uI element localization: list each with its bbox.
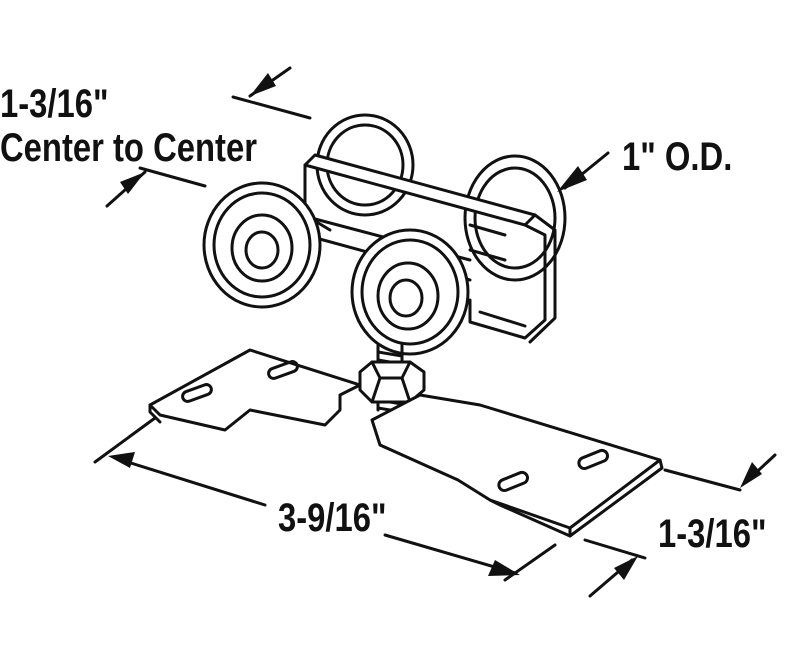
plate-length-label: 3-9/16" xyxy=(278,496,387,540)
arrowhead-icon xyxy=(120,172,145,194)
arrowhead-icon xyxy=(614,556,638,580)
dimension-plate-length xyxy=(93,416,557,582)
wheel-od-label: 1" O.D. xyxy=(622,135,733,179)
dimension-wheel-od xyxy=(557,151,610,192)
arrowhead-icon xyxy=(740,462,762,488)
threaded-stem xyxy=(358,343,426,414)
mounting-plate-left xyxy=(148,348,362,432)
arrowhead-icon xyxy=(108,452,135,468)
center-to-center-text: Center to Center xyxy=(0,126,257,170)
center-to-center-value: 1-3/16" xyxy=(0,82,109,126)
front-wheel-left xyxy=(202,181,322,309)
arrowhead-icon xyxy=(250,73,276,96)
plate-width-label: 1-3/16" xyxy=(658,512,767,556)
front-wheel-right xyxy=(350,228,470,356)
arrowhead-icon xyxy=(557,166,587,192)
dimension-center-to-center xyxy=(105,66,312,208)
mounting-plate-right xyxy=(370,393,664,538)
back-wheel-right xyxy=(463,154,567,282)
carriage-frame xyxy=(303,153,557,344)
dimension-plate-width xyxy=(583,453,777,598)
arrowhead-icon xyxy=(488,560,520,576)
hex-nut xyxy=(358,360,426,404)
